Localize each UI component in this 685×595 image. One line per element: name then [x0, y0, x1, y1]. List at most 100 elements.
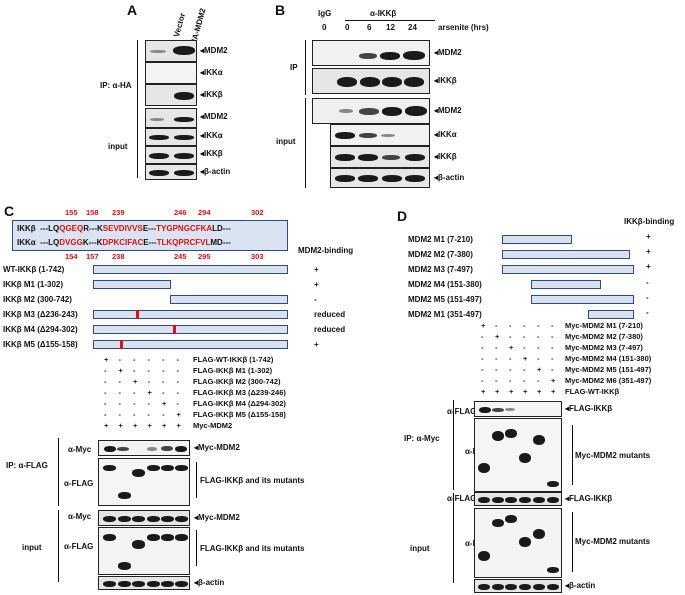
time-b-1: 0 — [345, 23, 350, 32]
matrix-c-sign: + — [162, 421, 167, 430]
ip-label-a: IP: α-HA — [100, 81, 132, 90]
blot-b-in-actin — [330, 168, 430, 188]
matrix-d-sign: - — [481, 376, 484, 385]
matrix-d-row-label: Myc-MDM2 M4 (151-380) — [565, 354, 652, 363]
matrix-d-sign: + — [523, 387, 528, 396]
label-d-in-flag: ◂FLAG-IKKβ — [565, 494, 613, 503]
matrix-c-sign: + — [133, 377, 138, 386]
matrix-d-sign: - — [481, 354, 484, 363]
matrix-d-sign: - — [537, 343, 540, 352]
time-b-4: 24 — [408, 23, 417, 32]
label-a-ip-ikka: ◂IKKα — [200, 68, 223, 77]
blot-d-in-actin — [474, 579, 562, 593]
bracket-a-input — [137, 108, 138, 178]
binding-c-5: + — [314, 340, 319, 349]
blot-a-ip-mdm2 — [145, 40, 197, 62]
seq1-num-5: 302 — [251, 208, 264, 217]
bar-c-2 — [170, 295, 288, 304]
blot-d-in-flag — [474, 492, 562, 506]
seq2-row: IKKα ---LQDVGGK---KDPKCIFACE---TLKQPRCFV… — [17, 238, 231, 247]
label-d-in-actin: ◂β-actin — [565, 581, 596, 590]
blot-b-in-ikka — [330, 124, 430, 146]
matrix-d-sign: + — [509, 387, 514, 396]
matrix-d-row-label: Myc-MDM2 M1 (7-210) — [565, 321, 643, 330]
seq1-row: IKKβ ---LQQGEQR---KSEVDIVVSE---TYGPNGCFK… — [17, 224, 231, 233]
matrix-c-sign: - — [176, 388, 180, 397]
header-b-ab: α-IKKβ — [370, 9, 397, 18]
matrix-c-sign: - — [162, 355, 165, 364]
matrix-d-sign: + — [551, 376, 556, 385]
seq1-num-3: 246 — [174, 208, 187, 217]
matrix-d-sign: - — [523, 332, 526, 341]
binding-d-3: - — [646, 278, 649, 287]
construct-c-5: IKKβ M5 (Δ155-158) — [3, 340, 78, 349]
ab-d-in-flag: α-FLAG — [447, 494, 477, 503]
matrix-c-sign: - — [118, 388, 122, 397]
time-b-0: 0 — [322, 23, 327, 32]
matrix-d-row-label: FLAG-WT-IKKβ — [565, 387, 620, 396]
matrix-c-sign: - — [147, 355, 151, 364]
matrix-d-sign: + — [523, 354, 528, 363]
matrix-c-sign: - — [176, 377, 180, 386]
construct-c-4: IKKβ M4 (Δ294-302) — [3, 325, 78, 334]
construct-d-4: MDM2 M5 (151-497) — [408, 295, 482, 304]
matrix-d-sign: - — [537, 354, 540, 363]
label-b-ip-ikkb: ◂IKKβ — [434, 76, 457, 85]
bracket-c-ip — [58, 438, 59, 506]
matrix-c-sign: - — [118, 399, 122, 408]
matrix-c-sign: - — [162, 388, 165, 397]
matrix-c-row-label: FLAG-IKKβ M3 (Δ239-246) — [193, 388, 286, 397]
input-label-b: input — [276, 137, 296, 146]
blot-b-in-ikkb — [330, 146, 430, 168]
time-label-b: arsenite (hrs) — [438, 23, 489, 32]
bar-d-0 — [502, 235, 572, 244]
matrix-d-sign: - — [537, 321, 540, 330]
construct-d-3: MDM2 M4 (151-380) — [408, 280, 482, 289]
matrix-d-sign: - — [495, 321, 498, 330]
matrix-d-sign: + — [537, 365, 542, 374]
bracket-b-ip — [305, 40, 306, 95]
construct-d-0: MDM2 M1 (7-210) — [408, 235, 473, 244]
label-a-ip-ikkb: ◂IKKβ — [200, 90, 223, 99]
seq2-num-2: 238 — [112, 252, 125, 261]
blot-b-ip-ikkb — [312, 68, 430, 94]
matrix-d-sign: - — [495, 343, 498, 352]
seq1-num-4: 294 — [198, 208, 211, 217]
sequence-alignment-box: IKKβ ---LQQGEQR---KSEVDIVVSE---TYGPNGCFK… — [12, 220, 288, 251]
binding-d-2: + — [646, 262, 651, 271]
ip-label-b: IP — [290, 63, 298, 72]
binding-header-d: IKKβ-binding — [624, 217, 675, 226]
label-d-ip-myc: Myc-MDM2 mutants — [575, 451, 651, 460]
label-a-ip-mdm2: ◂MDM2 — [200, 46, 228, 55]
panel-letter-d: D — [397, 208, 408, 224]
matrix-c-row-label: FLAG-IKKβ M4 (Δ294-302) — [193, 399, 286, 408]
matrix-c-sign: + — [118, 366, 123, 375]
label-d-ip-flag: ◂FLAG-IKKβ — [565, 404, 613, 413]
matrix-c-sign: + — [162, 399, 167, 408]
binding-c-4: reduced — [314, 325, 346, 334]
blot-d-ip-myc — [474, 418, 562, 492]
binding-c-2: - — [314, 295, 317, 304]
ip-label-d: IP: α-Myc — [404, 434, 440, 443]
matrix-d-sign: - — [551, 354, 554, 363]
bar-c-4 — [93, 325, 288, 334]
seq2-num-3: 245 — [174, 252, 187, 261]
label-b-in-mdm2: ◂MDM2 — [434, 106, 462, 115]
time-b-3: 12 — [386, 23, 395, 32]
label-a-in-ikka: ◂IKKα — [200, 131, 223, 140]
matrix-d-sign: - — [551, 343, 554, 352]
blot-c-ip-flag — [98, 458, 190, 506]
bracket-a-ip — [137, 40, 138, 130]
matrix-c-sign: - — [104, 366, 107, 375]
binding-d-5: - — [646, 308, 649, 317]
panel-letter-a: A — [127, 2, 138, 18]
matrix-c-sign: - — [133, 355, 136, 364]
matrix-d-sign: - — [537, 332, 540, 341]
bracket-c-flag-mut — [192, 462, 197, 498]
blot-a-ip-ikka — [145, 62, 197, 84]
matrix-c-sign: - — [118, 377, 122, 386]
matrix-c-sign: - — [176, 366, 180, 375]
ab-c-in-flag: α-FLAG — [64, 542, 94, 551]
label-a-in-mdm2: ◂MDM2 — [200, 112, 228, 121]
bar-c-5 — [93, 340, 288, 349]
